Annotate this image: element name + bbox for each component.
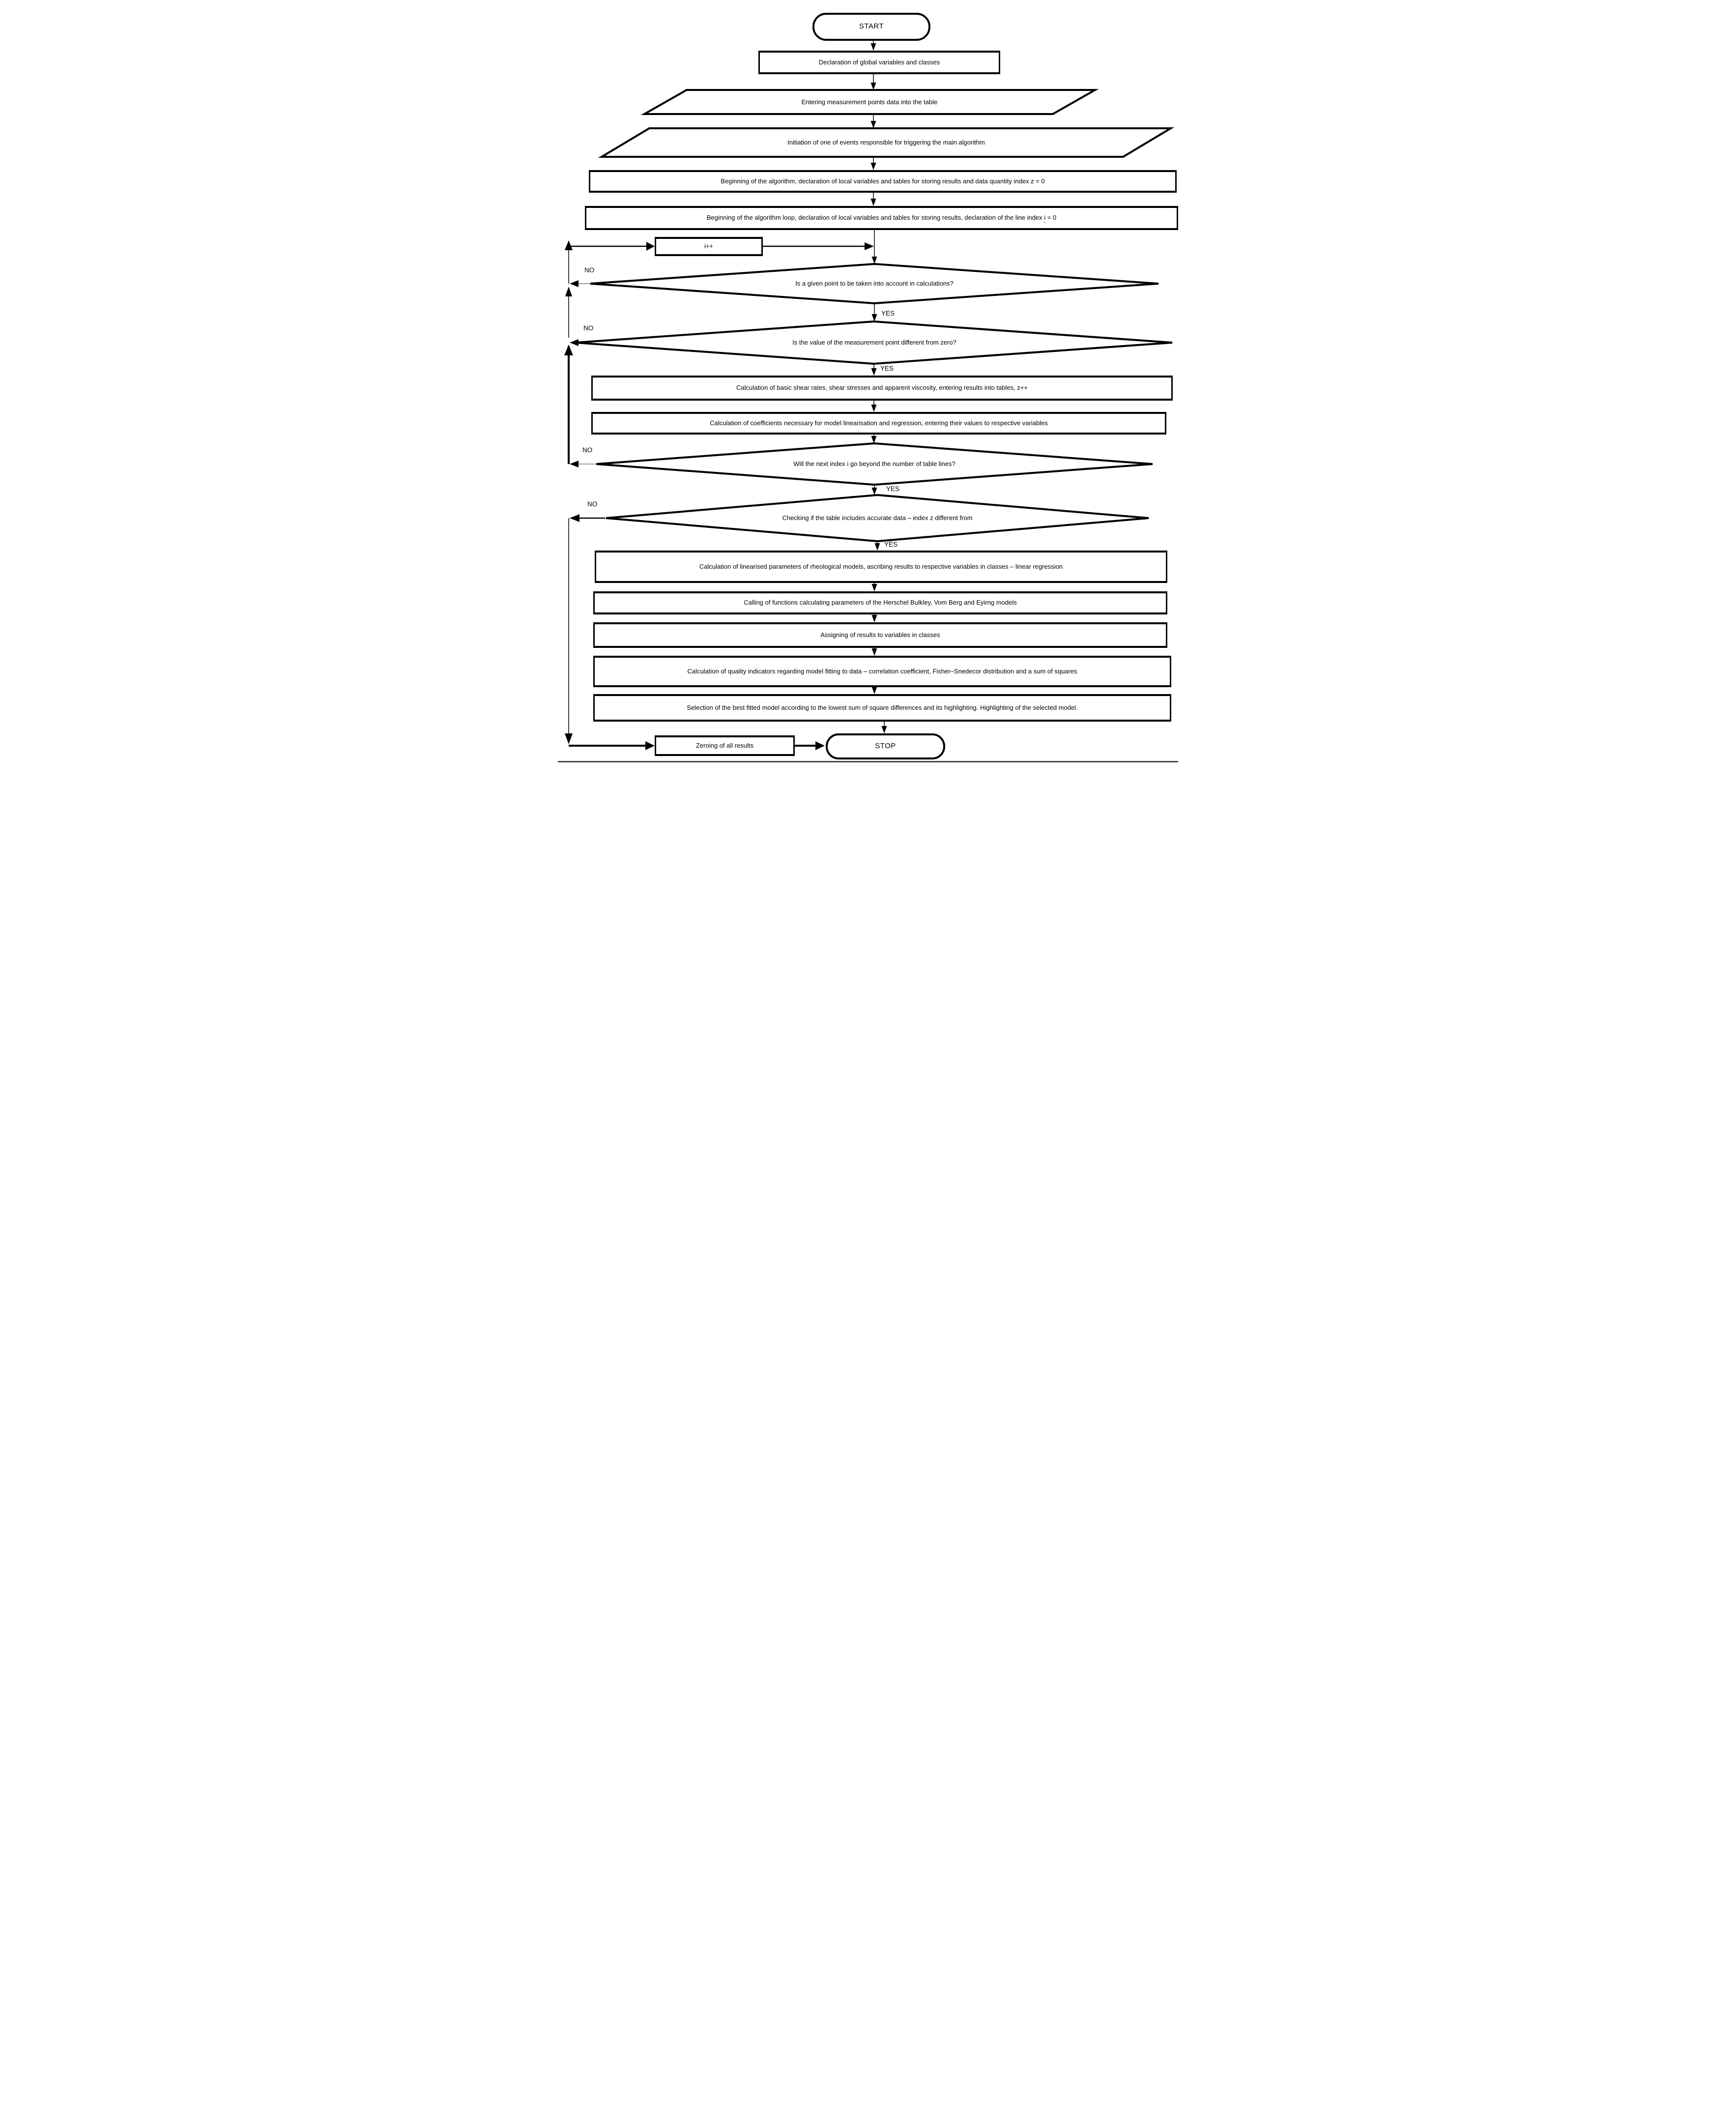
process-calc-coeffs-label: Calculation of coefficients necessary fo… [710, 419, 1048, 427]
process-selection: Selection of the best fitted model accor… [593, 694, 1171, 722]
parallelogram-initiation-shape [598, 127, 1175, 158]
process-calc-coeffs: Calculation of coefficients necessary fo… [591, 412, 1166, 435]
process-calc-quality-label: Calculation of quality indicators regard… [687, 667, 1077, 675]
parallelogram-entering-data-shape [640, 89, 1099, 115]
start-label: START [859, 22, 884, 31]
stop-terminal: STOP [826, 733, 945, 759]
process-begin-algorithm-label: Beginning of the algorithm, declaration … [721, 177, 1045, 185]
decision-shapes [575, 262, 1173, 543]
decision-point-in-calc-shape [590, 262, 1159, 305]
edge-label-no-3: NO [582, 446, 593, 454]
edge-label-yes-1: YES [881, 310, 895, 317]
connector-layer [564, 41, 1175, 750]
flowchart-canvas: START Declaration of global variables an… [558, 0, 1178, 767]
center-flow-arrows [763, 41, 887, 733]
process-calling-functions: Calling of functions calculating paramet… [593, 591, 1167, 614]
reset-line [565, 514, 825, 750]
io-shapes [598, 89, 1175, 158]
loop-return-line [564, 240, 655, 467]
process-zeroing-label: Zeroing of all results [695, 741, 754, 749]
process-begin-loop: Beginning of the algorithm loop, declara… [585, 206, 1178, 230]
process-calc-basic: Calculation of basic shear rates, shear … [591, 376, 1173, 401]
decision-table-accurate-shape [606, 494, 1149, 543]
edge-label-yes-4: YES [884, 541, 898, 548]
edge-label-yes-2: YES [880, 365, 894, 372]
loop-index-variable: i [1044, 214, 1046, 222]
bottom-rule [558, 761, 1178, 762]
process-selection-label: Selection of the best fitted model accor… [687, 703, 1078, 711]
process-calc-basic-label: Calculation of basic shear rates, shear … [736, 384, 1028, 392]
process-assigning: Assigning of results to variables in cla… [593, 622, 1167, 648]
decision-index-beyond-shape [596, 442, 1153, 486]
process-begin-algorithm: Beginning of the algorithm, declaration … [589, 170, 1177, 193]
process-declare-globals-label: Declaration of global variables and clas… [818, 58, 940, 66]
edge-label-no-4: NO [587, 500, 598, 508]
edge-label-yes-3: YES [886, 485, 900, 493]
stop-label: STOP [875, 742, 896, 751]
process-calc-linearised: Calculation of linearised parameters of … [595, 551, 1167, 583]
process-zeroing: Zeroing of all results [655, 735, 795, 756]
process-calling-functions-label: Calling of functions calculating paramet… [744, 599, 1017, 607]
process-increment: i++ [655, 237, 763, 256]
decision-value-nonzero-shape [575, 320, 1173, 365]
process-calc-quality: Calculation of quality indicators regard… [593, 656, 1171, 687]
process-begin-loop-label: Beginning of the algorithm loop, declara… [706, 214, 1057, 222]
start-terminal: START [812, 13, 930, 41]
process-assigning-label: Assigning of results to variables in cla… [820, 631, 940, 639]
process-increment-label: i++ [704, 242, 714, 250]
process-calc-linearised-label: Calculation of linearised parameters of … [699, 562, 1063, 570]
edge-label-no-1: NO [584, 266, 595, 274]
edge-label-no-2: NO [583, 324, 594, 332]
process-declare-globals: Declaration of global variables and clas… [758, 51, 1000, 74]
